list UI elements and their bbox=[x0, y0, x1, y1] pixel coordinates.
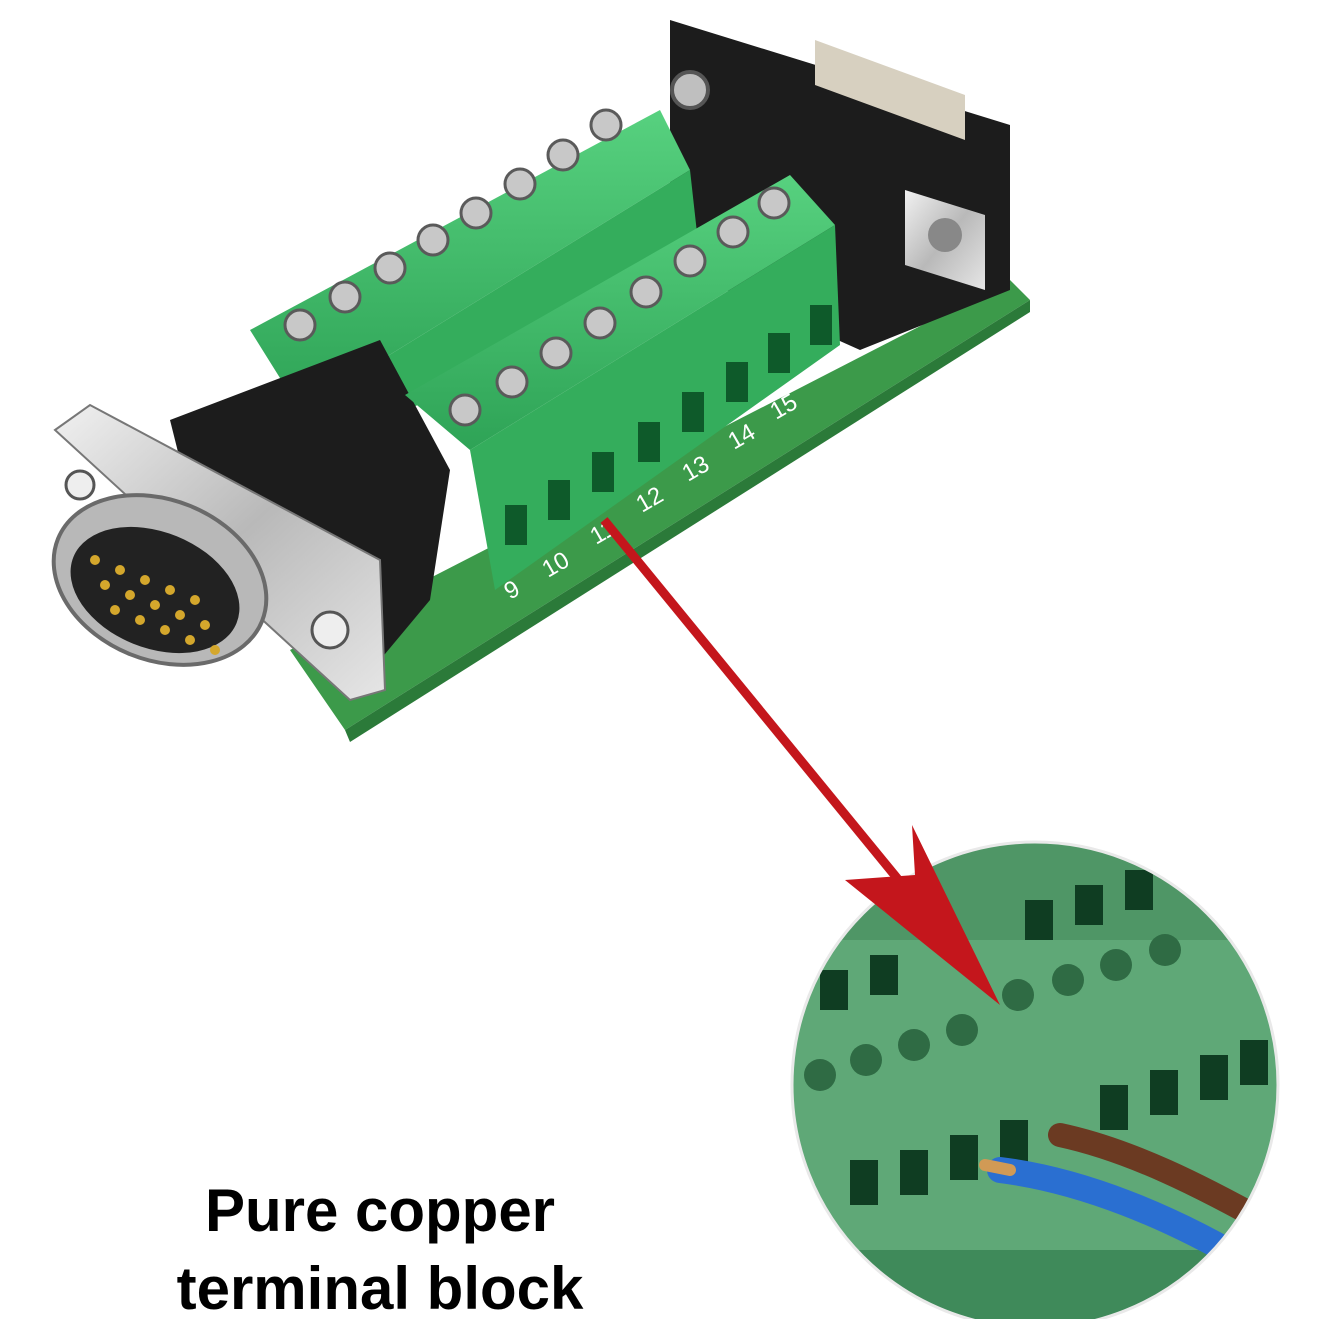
caption-line1: Pure copper bbox=[204, 1177, 556, 1244]
pcb-board bbox=[290, 280, 1030, 730]
front-db15-male-connector bbox=[51, 340, 450, 702]
pcb-edge bbox=[345, 300, 1030, 742]
red-arrow bbox=[600, 517, 1000, 1005]
caption: Pure copper terminal block bbox=[130, 1172, 630, 1328]
terminal-block-front bbox=[405, 175, 840, 590]
caption-line2: terminal block bbox=[176, 1255, 584, 1322]
